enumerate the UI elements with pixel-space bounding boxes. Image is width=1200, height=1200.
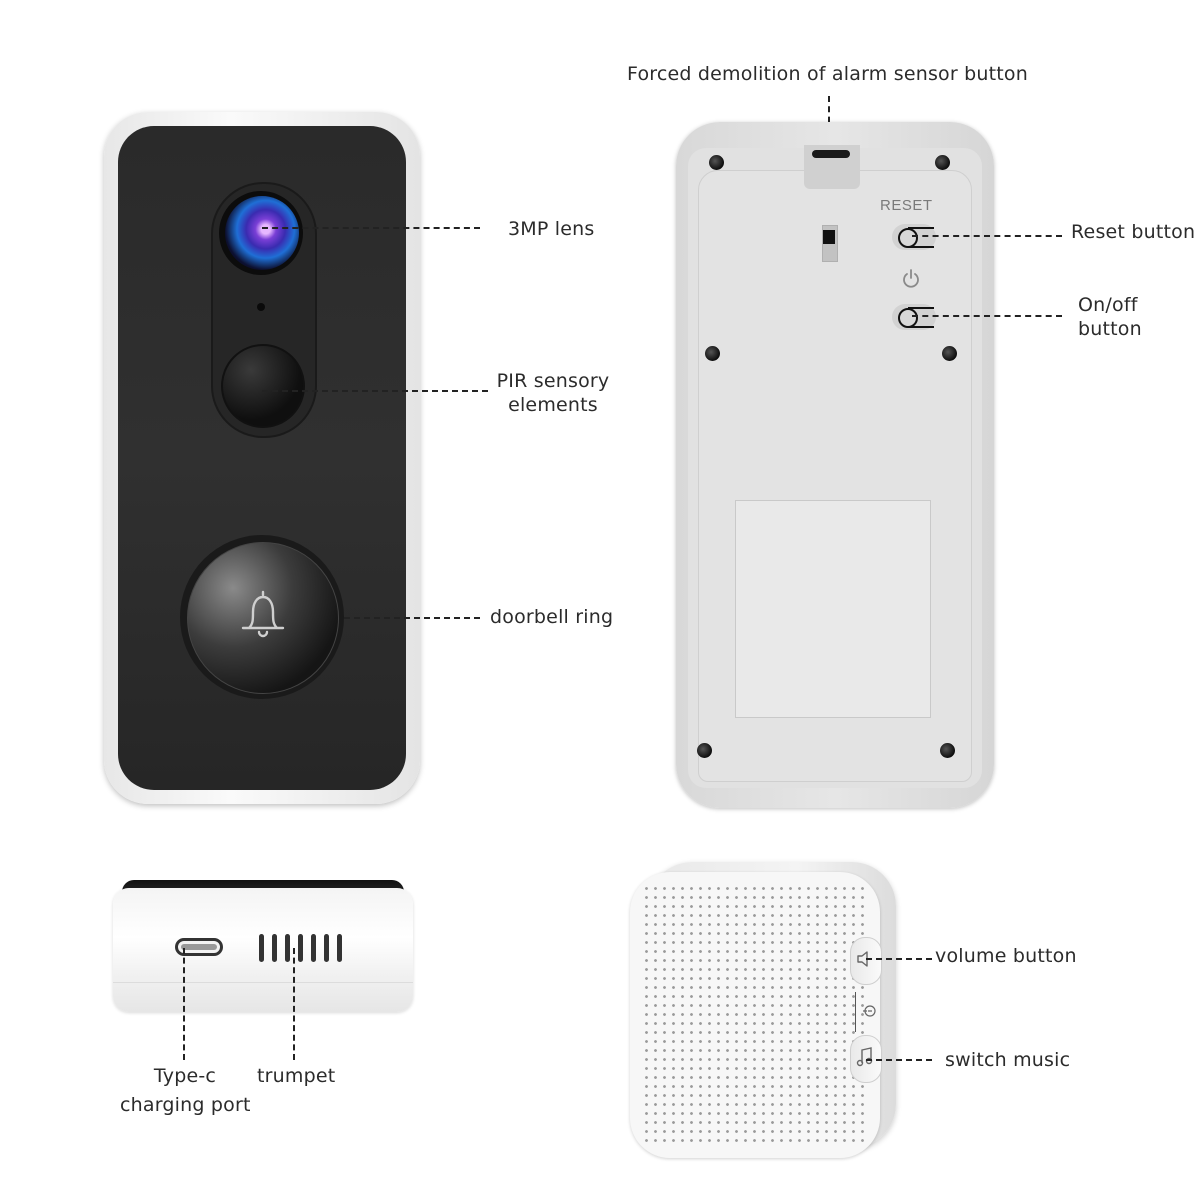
trumpet-label: trumpet <box>257 1065 336 1087</box>
switch-music-label: switch music <box>945 1049 1071 1071</box>
screw-icon <box>940 743 955 758</box>
chime-front <box>630 872 880 1158</box>
typec-label-line1: Type-c <box>153 1065 217 1087</box>
trumpet-leader-line <box>293 948 295 1060</box>
music-note-icon <box>856 1047 873 1067</box>
onoff-label-line1: On/off <box>1078 294 1138 316</box>
power-icon <box>903 269 919 288</box>
reset-leader-line <box>912 235 1062 237</box>
typec-label: Type-c charging port <box>120 1064 250 1117</box>
screw-icon <box>935 155 950 170</box>
speaker-slot <box>311 934 316 962</box>
onoff-button-label: On/off button <box>1078 293 1142 341</box>
pir-label: PIR sensory elements <box>494 369 612 417</box>
speaker-slot <box>298 934 303 962</box>
volume-button[interactable] <box>850 937 882 985</box>
bell-icon <box>241 590 285 638</box>
speaker-slot <box>337 934 342 962</box>
camera-lens-icon <box>225 196 299 270</box>
tamper-switch-actuator <box>823 230 835 244</box>
speaker-slot <box>259 934 264 962</box>
pair-icon <box>863 1005 876 1017</box>
music-leader-line <box>866 1059 932 1061</box>
side-seam <box>113 982 413 983</box>
button-separator <box>855 992 856 1032</box>
reset-printed-text: RESET <box>880 197 933 214</box>
pir-label-line2: elements <box>508 394 598 416</box>
pir-label-line1: PIR sensory <box>496 370 610 392</box>
speaker-slot <box>285 934 290 962</box>
speaker-volume-icon <box>857 951 868 967</box>
pir-leader-line <box>262 390 488 392</box>
reset-button-edge <box>908 227 934 229</box>
screw-icon <box>942 346 957 361</box>
reset-button-label: Reset button <box>1071 221 1196 243</box>
usb-slot <box>812 150 850 158</box>
onoff-button-edge <box>908 307 934 309</box>
screw-icon <box>709 155 724 170</box>
typec-label-line2: charging port <box>120 1094 251 1116</box>
reset-button-edge <box>908 246 934 248</box>
doorbell-ring-label: doorbell ring <box>490 606 614 628</box>
screw-icon <box>705 346 720 361</box>
volume-leader-line <box>866 958 932 960</box>
microphone-hole <box>257 303 265 311</box>
onoff-leader-line <box>912 315 1062 317</box>
onoff-button-knob <box>898 308 918 328</box>
onoff-button-edge <box>908 326 934 328</box>
lens-label: 3MP lens <box>508 218 595 240</box>
onoff-label-line2: button <box>1078 318 1142 340</box>
volume-button-label: volume button <box>935 945 1077 967</box>
reset-button-knob <box>898 228 918 248</box>
doorbell-button[interactable] <box>187 542 339 694</box>
pir-sensor <box>221 344 305 428</box>
speaker-grille <box>642 884 868 1146</box>
lens-leader-line <box>262 227 480 229</box>
screw-icon <box>697 743 712 758</box>
tamper-label: Forced demolition of alarm sensor button <box>627 63 1028 85</box>
speaker-slot <box>324 934 329 962</box>
label-sticker-area <box>735 500 931 718</box>
speaker-slot <box>272 934 277 962</box>
typec-leader-line <box>183 948 185 1060</box>
doorbell-ring-leader-line <box>344 617 480 619</box>
usb-c-port-tongue <box>181 944 217 950</box>
